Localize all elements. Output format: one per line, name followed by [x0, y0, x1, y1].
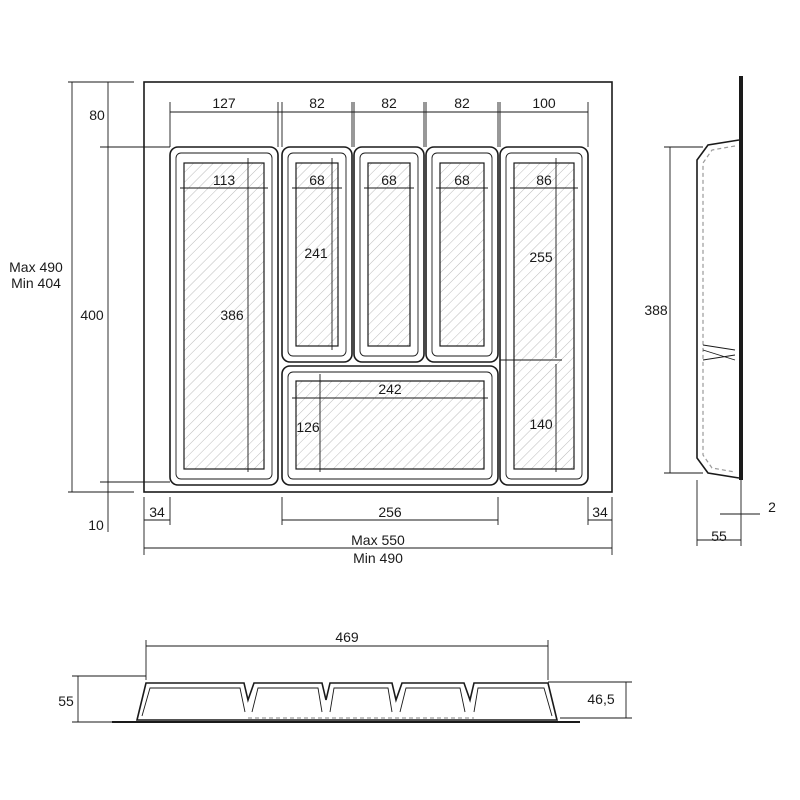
compartment-bottom	[281, 365, 499, 486]
side-profile-rib	[702, 344, 736, 361]
overall-height-max-label: Max 490	[9, 259, 63, 275]
compartment-middle-3	[425, 146, 499, 363]
top-view: 127 82 82 82 100 113 68 68 68 86 386 241	[9, 81, 613, 566]
right-upper-height-label: 255	[529, 249, 553, 265]
inner-width-label: 113	[213, 172, 236, 188]
dim-bottom-widths: 34 34 256 Max 550 Min 490	[143, 497, 613, 566]
bottom-width-label: 242	[378, 381, 402, 397]
side-view: 388 55 2	[644, 76, 776, 546]
bottom-offset-label: 10	[88, 517, 104, 533]
compartment-middle-1	[281, 146, 353, 363]
dim-top-widths: 127 82 82 82 100	[169, 95, 589, 147]
side-thickness-label: 2	[768, 499, 776, 515]
mid-height-label: 241	[304, 245, 328, 261]
overall-height-min-label: Min 404	[11, 275, 61, 291]
width-label: 100	[532, 95, 556, 111]
top-offset-label: 80	[89, 107, 105, 123]
compartment-middle-2	[353, 146, 425, 363]
dim-inner-widths: 113 68 68 68 86	[180, 172, 578, 189]
front-width-label: 469	[335, 629, 359, 645]
drawer-base-outline	[143, 81, 613, 493]
overall-width-min-label: Min 490	[353, 550, 403, 566]
bottom-span-label: 256	[378, 504, 402, 520]
front-profile-inner	[141, 687, 553, 717]
inner-width-label: 68	[454, 172, 470, 188]
width-label: 82	[309, 95, 325, 111]
overall-width-max-label: Max 550	[351, 532, 405, 548]
side-height-label: 388	[644, 302, 668, 318]
tray-height-label: 400	[80, 307, 104, 323]
side-wall	[739, 76, 743, 480]
front-height-label: 55	[58, 693, 74, 709]
front-inner-height-label: 46,5	[587, 691, 614, 707]
left-margin-label: 34	[149, 504, 165, 520]
side-profile-inner	[702, 145, 736, 473]
right-margin-label: 34	[592, 504, 608, 520]
dim-inner-heights: 386 241 255 140 126 242	[220, 158, 562, 472]
side-depth-label: 55	[711, 528, 727, 544]
width-label: 82	[454, 95, 470, 111]
inner-width-label: 68	[381, 172, 397, 188]
inner-width-label: 86	[536, 172, 552, 188]
width-label: 127	[212, 95, 236, 111]
bottom-height-label: 126	[296, 419, 320, 435]
dim-left-heights: 80 400 10 Max 490 Min 404	[9, 81, 170, 533]
compartment-right	[499, 146, 589, 486]
inner-width-label: 68	[309, 172, 325, 188]
width-label: 82	[381, 95, 397, 111]
right-lower-height-label: 140	[529, 416, 553, 432]
left-height-label: 386	[220, 307, 244, 323]
front-view: 469 55 46,5	[58, 629, 632, 723]
side-profile-outer	[696, 139, 740, 479]
compartment-left	[169, 146, 279, 486]
front-profile-outer	[135, 682, 559, 721]
